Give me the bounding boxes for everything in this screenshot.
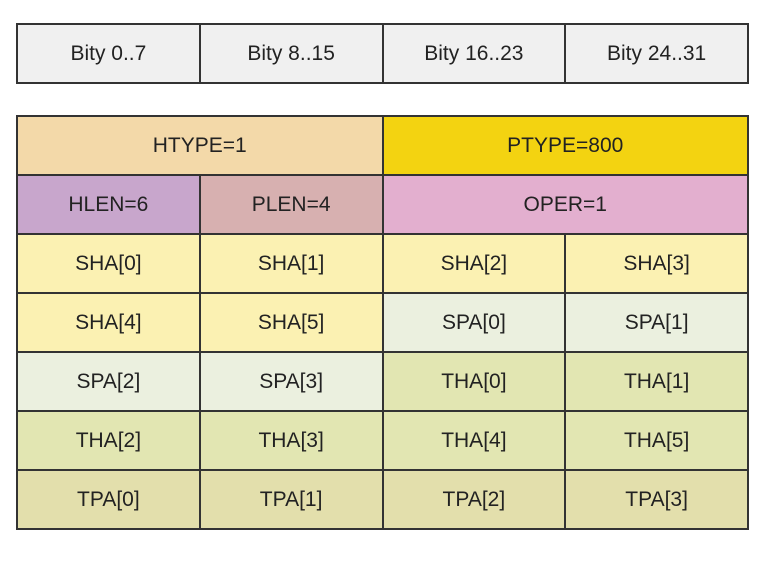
- sha-3-field: SHA[3]: [564, 233, 749, 294]
- sha-2-field: SHA[2]: [381, 233, 567, 294]
- packet-row-2: SHA[0] SHA[1] SHA[2] SHA[3]: [16, 233, 749, 294]
- sha-4-field: SHA[4]: [16, 292, 201, 353]
- packet-row-4: SPA[2] SPA[3] THA[0] THA[1]: [16, 351, 749, 412]
- htype-field: HTYPE=1: [16, 115, 384, 176]
- spa-1-field: SPA[1]: [564, 292, 749, 353]
- bits-0-7-cell: Bity 0..7: [16, 23, 201, 84]
- packet-row-3: SHA[4] SHA[5] SPA[0] SPA[1]: [16, 292, 749, 353]
- hlen-field: HLEN=6: [16, 174, 201, 235]
- tpa-2-field: TPA[2]: [381, 469, 567, 530]
- sha-1-field: SHA[1]: [198, 233, 384, 294]
- bits-8-15-cell: Bity 8..15: [198, 23, 384, 84]
- tha-0-field: THA[0]: [381, 351, 567, 412]
- spa-3-field: SPA[3]: [198, 351, 384, 412]
- packet-row-6: TPA[0] TPA[1] TPA[2] TPA[3]: [16, 469, 749, 530]
- packet-row-1: HLEN=6 PLEN=4 OPER=1: [16, 174, 749, 235]
- arp-packet-table: HTYPE=1 PTYPE=800 HLEN=6 PLEN=4 OPER=1 S…: [16, 115, 749, 530]
- tha-1-field: THA[1]: [564, 351, 749, 412]
- sha-5-field: SHA[5]: [198, 292, 384, 353]
- tpa-0-field: TPA[0]: [16, 469, 201, 530]
- bit-ranges-row: Bity 0..7 Bity 8..15 Bity 16..23 Bity 24…: [16, 23, 749, 84]
- oper-field: OPER=1: [381, 174, 749, 235]
- packet-row-5: THA[2] THA[3] THA[4] THA[5]: [16, 410, 749, 471]
- tha-3-field: THA[3]: [198, 410, 384, 471]
- bit-ranges-header: Bity 0..7 Bity 8..15 Bity 16..23 Bity 24…: [16, 23, 749, 84]
- tha-2-field: THA[2]: [16, 410, 201, 471]
- spa-2-field: SPA[2]: [16, 351, 201, 412]
- sha-0-field: SHA[0]: [16, 233, 201, 294]
- tha-4-field: THA[4]: [381, 410, 567, 471]
- ptype-field: PTYPE=800: [381, 115, 749, 176]
- bits-24-31-cell: Bity 24..31: [564, 23, 749, 84]
- tpa-3-field: TPA[3]: [564, 469, 749, 530]
- spa-0-field: SPA[0]: [381, 292, 567, 353]
- bits-16-23-cell: Bity 16..23: [381, 23, 567, 84]
- packet-row-0: HTYPE=1 PTYPE=800: [16, 115, 749, 176]
- tpa-1-field: TPA[1]: [198, 469, 384, 530]
- tha-5-field: THA[5]: [564, 410, 749, 471]
- plen-field: PLEN=4: [198, 174, 384, 235]
